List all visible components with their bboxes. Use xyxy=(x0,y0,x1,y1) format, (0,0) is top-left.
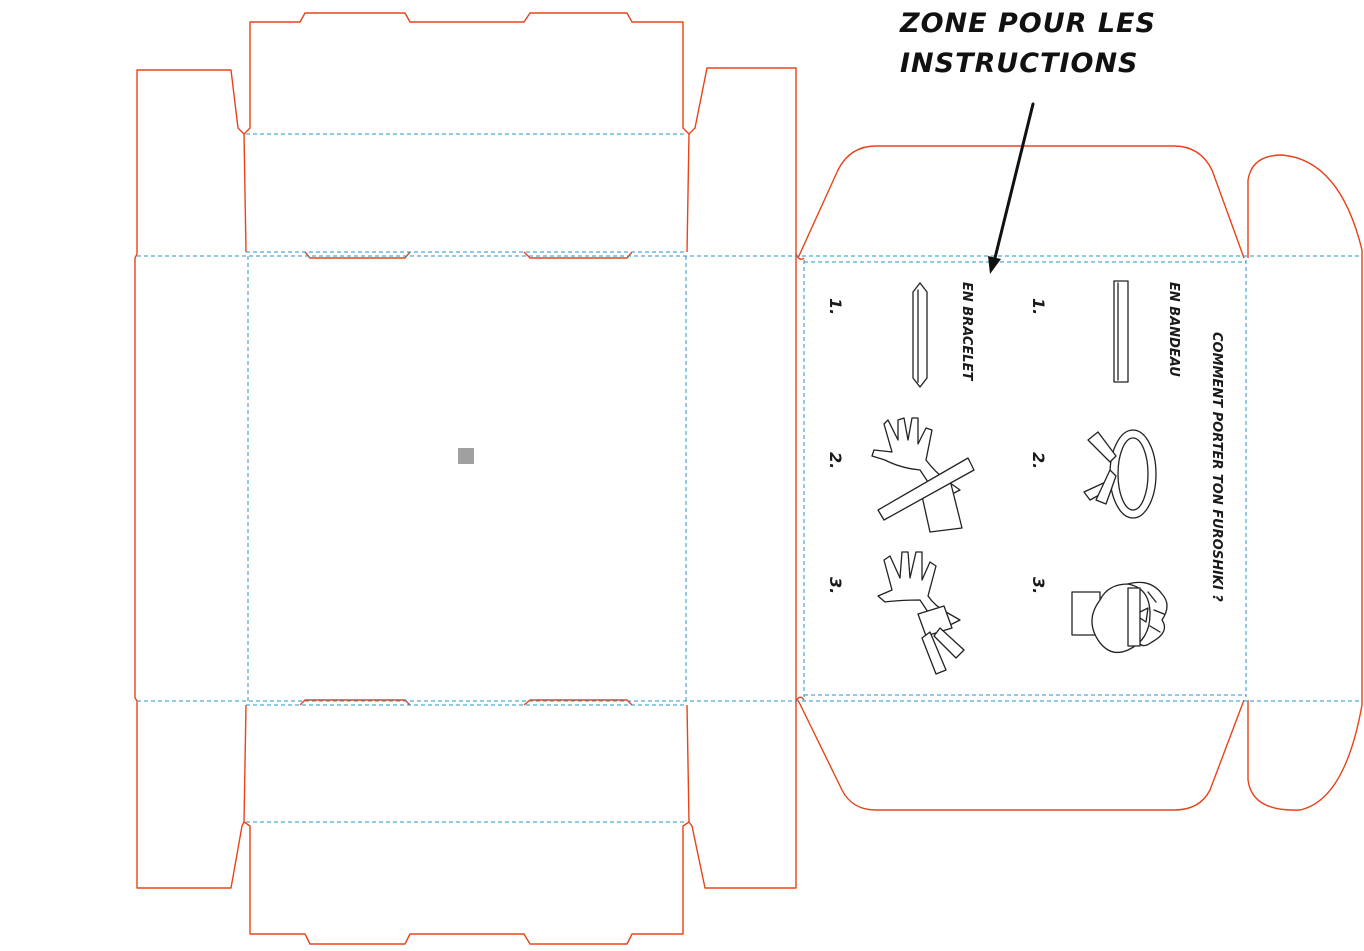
cut-slit-bottom-right xyxy=(686,704,690,823)
center-mark xyxy=(458,448,474,464)
cut-line-lid-joint-top xyxy=(795,253,805,261)
callout-line-2: INSTRUCTIONS xyxy=(900,48,1139,79)
bracelet-step-3: 3. xyxy=(826,577,845,594)
instructions-title: COMMENT PORTER TON FUROSHIKI ? xyxy=(1209,332,1224,602)
cut-line-left-panel xyxy=(134,12,797,945)
headband-ring-icon xyxy=(1083,429,1157,519)
instructions-zone-callout: ZONE POUR LES INSTRUCTIONS xyxy=(900,4,1220,84)
bracelet-label: EN BRACELET xyxy=(959,282,974,381)
cut-line-lid xyxy=(797,145,1245,259)
cut-line-lid-joint-bottom xyxy=(795,696,805,702)
head-with-band-icon xyxy=(1071,581,1168,654)
bracelet-step-1: 1. xyxy=(826,298,845,315)
pointed-strip-icon xyxy=(912,282,928,388)
headband-label: EN BANDEAU xyxy=(1166,282,1181,377)
cut-slit-bottom-left xyxy=(243,704,247,823)
headband-step-3: 3. xyxy=(1029,577,1048,594)
cut-line-lid-bottom xyxy=(797,699,1245,811)
headband-step-1: 1. xyxy=(1029,298,1048,315)
headband-step-2: 2. xyxy=(1029,452,1048,469)
folded-strip-icon xyxy=(1113,280,1129,383)
cut-line-side-flap xyxy=(1247,154,1363,811)
cut-notch-top xyxy=(304,251,633,259)
hand-crossed-band-icon xyxy=(871,417,975,533)
cut-notch-bottom xyxy=(299,699,633,706)
bracelet-step-2: 2. xyxy=(826,452,845,469)
cut-slit-top-right xyxy=(686,133,690,253)
arrow-icon xyxy=(988,102,1035,274)
cut-slit-top-left xyxy=(243,133,247,253)
instruction-panel: COMMENT PORTER TON FUROSHIKI ? EN BANDEA… xyxy=(826,280,1224,675)
callout-line-1: ZONE POUR LES xyxy=(900,8,1156,39)
hand-tied-bracelet-icon xyxy=(877,551,965,675)
fold-lines xyxy=(137,133,1362,823)
